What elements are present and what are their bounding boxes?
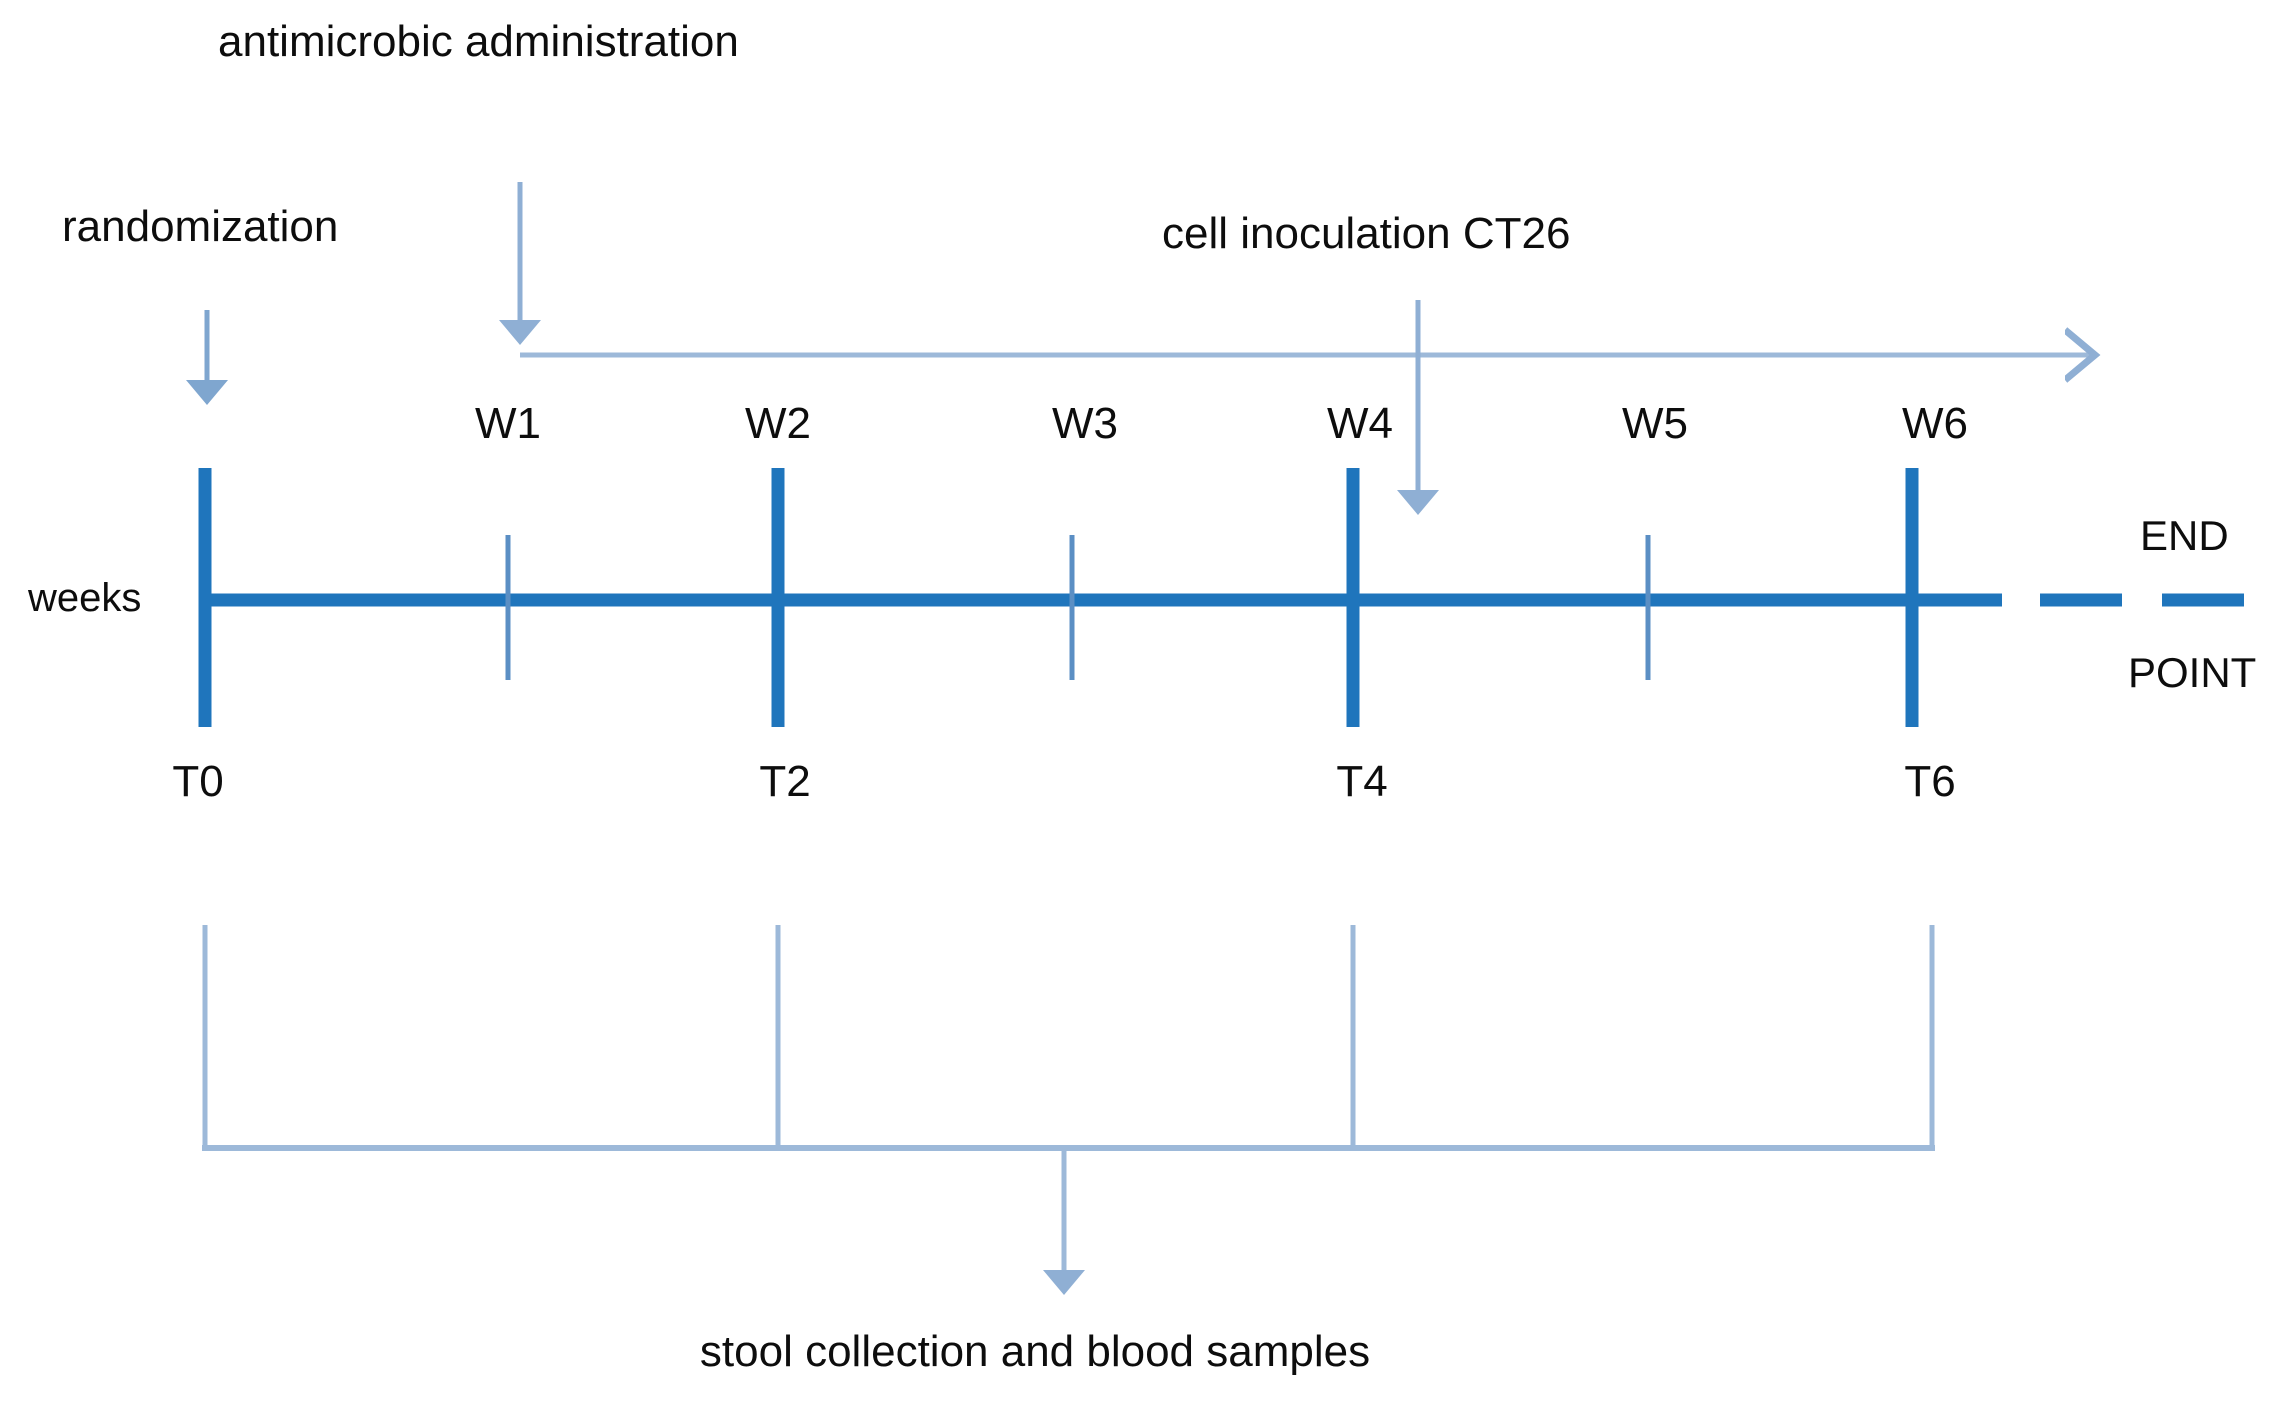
week-label-w2: W2	[745, 399, 811, 448]
sampling-bracket	[202, 925, 1935, 1295]
week-label-w1: W1	[475, 399, 541, 448]
antimicrobic-administration-arrow	[499, 182, 2090, 355]
bottom-caption-sampling: stool collection and blood samples	[699, 1327, 1371, 1376]
week-label-w4: W4	[1327, 399, 1393, 448]
major-tick-group	[198, 468, 1919, 727]
minor-tick-group	[505, 535, 1651, 680]
timepoint-label-t6: T6	[1904, 757, 1956, 806]
timepoint-label-t2: T2	[759, 757, 811, 806]
week-label-w3: W3	[1052, 399, 1118, 448]
timepoint-label-t0: T0	[172, 757, 224, 806]
annotation-randomization: randomization	[62, 202, 339, 251]
endpoint-label-point: POINT	[2128, 649, 2257, 696]
annotation-cell-inoculation: cell inoculation CT26	[1162, 209, 1571, 258]
axis-label-weeks: weeks	[28, 576, 142, 620]
annotation-antimicrobic-administration: antimicrobic administration	[218, 17, 739, 66]
week-label-w5: W5	[1622, 399, 1688, 448]
week-label-w6: W6	[1902, 399, 1968, 448]
timepoint-label-t4: T4	[1336, 757, 1388, 806]
endpoint-label-end: END	[2140, 512, 2229, 559]
